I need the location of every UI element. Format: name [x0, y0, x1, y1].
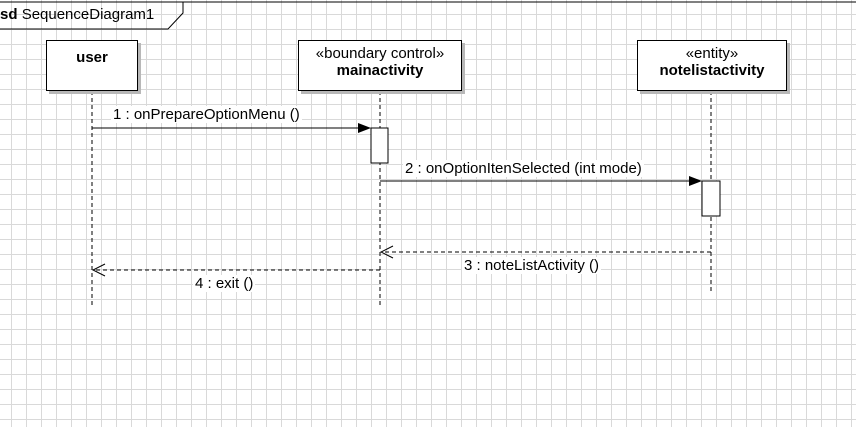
lifeline-notelistactivity[interactable]: «entity» notelistactivity — [637, 40, 787, 91]
activation-bar-notelistactivity[interactable] — [701, 180, 721, 217]
frame-title: sd SequenceDiagram1 — [0, 6, 154, 23]
lifeline-user[interactable]: user — [46, 40, 138, 91]
lifeline-mainactivity-name: mainactivity — [336, 62, 424, 79]
lifeline-notelistactivity-stereotype: «entity» — [685, 45, 739, 62]
frame-name: SequenceDiagram1 — [21, 6, 155, 23]
message-2-label[interactable]: 2 : onOptionItenSelected (int mode) — [403, 160, 644, 177]
message-3-arrowhead — [379, 245, 394, 259]
message-4-arrowhead — [91, 263, 106, 277]
lifeline-user-name: user — [76, 49, 108, 66]
message-1-label[interactable]: 1 : onPrepareOptionMenu () — [111, 106, 302, 123]
lifeline-notelistactivity-name: notelistactivity — [659, 62, 765, 79]
lifeline-mainactivity[interactable]: «boundary control» mainactivity — [298, 40, 462, 91]
message-4-label[interactable]: 4 : exit () — [193, 275, 256, 292]
frame-keyword: sd — [0, 6, 18, 23]
message-2-arrowhead — [689, 176, 702, 186]
activation-bar-mainactivity[interactable] — [370, 127, 389, 164]
frame-border — [0, 1, 856, 30]
lifeline-mainactivity-stereotype: «boundary control» — [315, 45, 445, 62]
message-3-label[interactable]: 3 : noteListActivity () — [462, 257, 602, 274]
message-1-arrowhead — [358, 123, 371, 133]
